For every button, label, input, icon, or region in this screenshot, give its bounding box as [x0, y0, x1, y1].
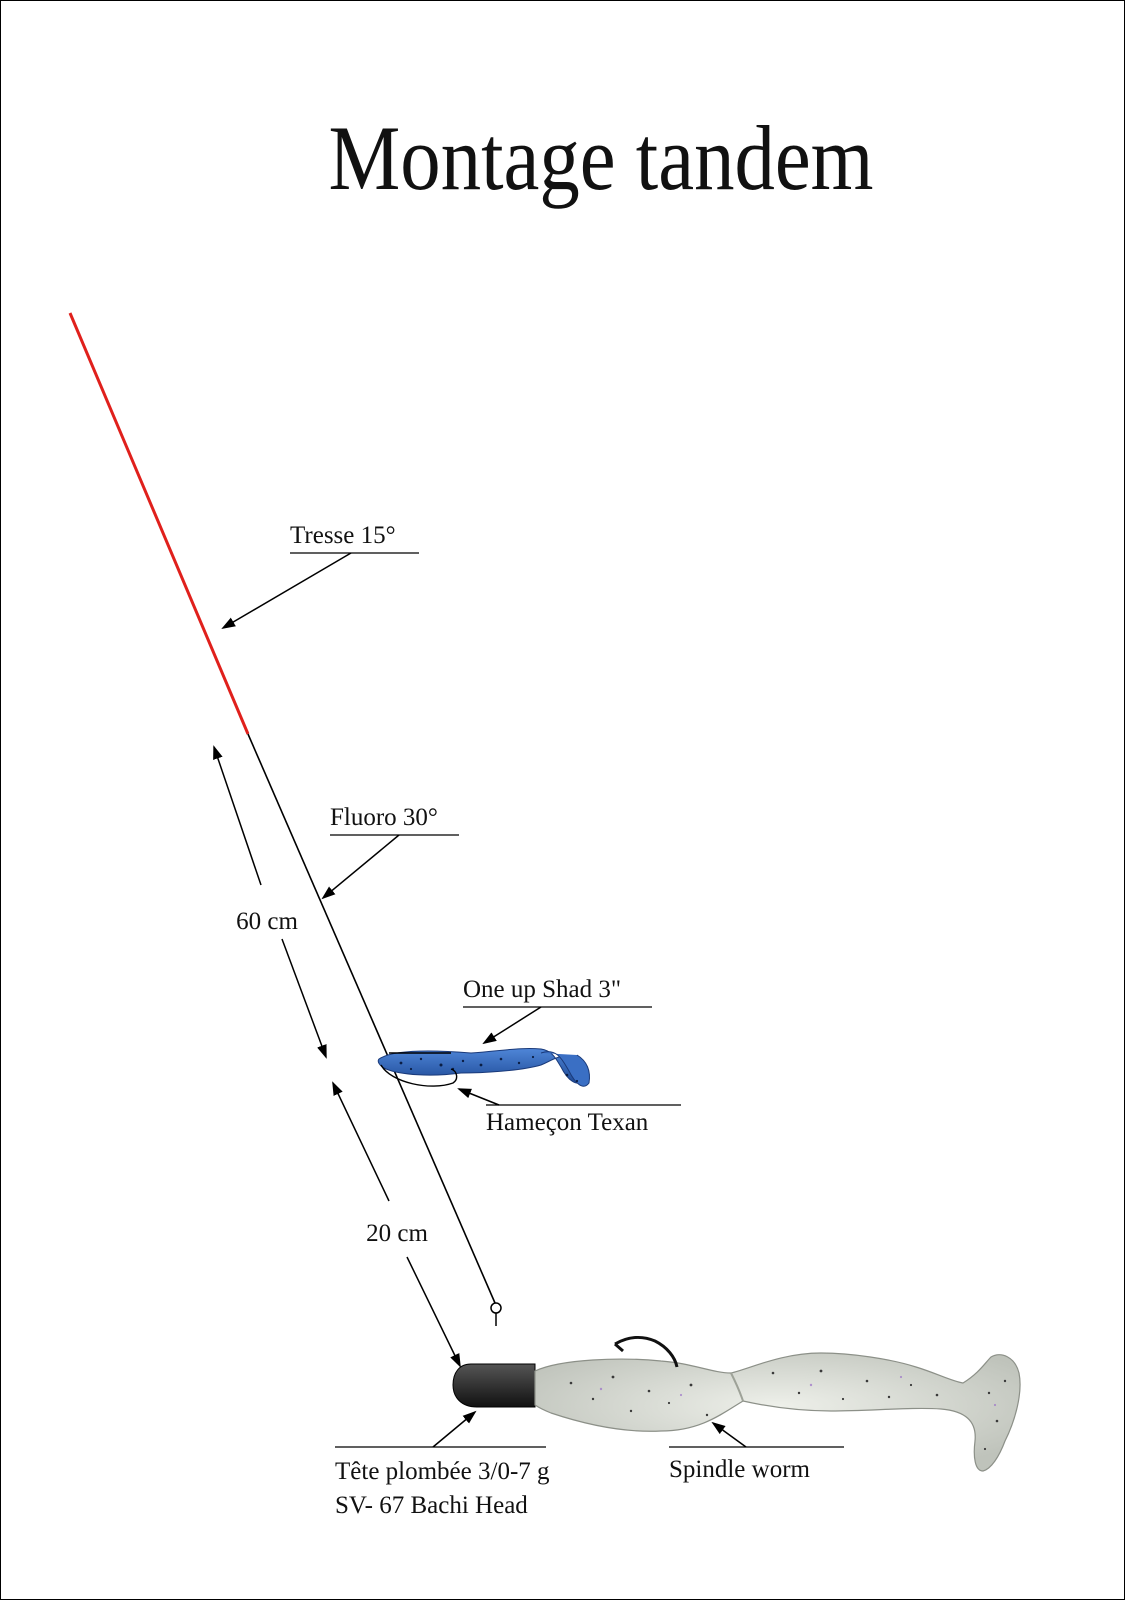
braid-arrow: [221, 552, 352, 630]
braid-label: Tresse 15°: [290, 522, 396, 549]
jig-head: [452, 1363, 536, 1408]
worm-label: Spindle worm: [669, 1456, 811, 1483]
braid-line: [68, 312, 250, 735]
shad-arrow: [482, 1006, 542, 1045]
dim-60-label: 60 cm: [236, 908, 298, 935]
spindle-worm: [534, 1335, 1021, 1472]
shad-label: One up Shad 3": [463, 976, 621, 1003]
hook-label: Hameçon Texan: [486, 1109, 649, 1136]
worm-arrow: [711, 1421, 747, 1448]
jig-label-line2: SV- 67 Bachi Head: [335, 1492, 528, 1519]
fluoro-label: Fluoro 30°: [330, 804, 438, 831]
fluoro-line: [247, 733, 496, 1304]
swivel-ring: [490, 1302, 502, 1314]
dim-60-arrow-up: [213, 745, 262, 886]
hook-arrow: [457, 1088, 500, 1106]
dim-20-label: 20 cm: [366, 1220, 428, 1247]
dim-20-arrow-down: [406, 1256, 461, 1368]
page-title: Montage tandem: [329, 107, 874, 209]
jig-arrow: [432, 1410, 477, 1448]
shad-lure: [377, 1047, 590, 1087]
fluoro-arrow: [321, 834, 400, 900]
dim-60-arrow-down: [281, 938, 327, 1059]
dim-20-arrow-up: [332, 1081, 390, 1202]
jig-label-line1: Tête plombée 3/0-7 g: [335, 1458, 550, 1485]
